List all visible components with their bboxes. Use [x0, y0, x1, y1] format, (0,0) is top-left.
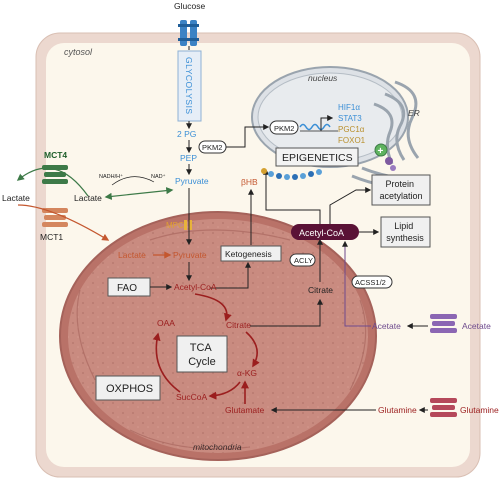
- er-enzyme-plus-icon: +: [378, 146, 384, 157]
- mct4-efflux-arrow: [16, 167, 89, 197]
- lipid-synthesis-label: Lipid synthesis: [386, 221, 424, 243]
- gene-hif1a: HIF1α: [338, 103, 360, 112]
- akg-label: α-KG: [237, 368, 257, 378]
- ketogenesis-box: [220, 245, 282, 262]
- epigenetics-label: EPIGENETICS: [282, 152, 353, 164]
- mpc-channel-right: [189, 220, 192, 230]
- cytosol-label: cytosol: [64, 47, 93, 57]
- lactate-outside-label: Lactate: [2, 193, 30, 203]
- oxphos-box: [95, 375, 161, 401]
- gene-pgc1a: PGC1α: [338, 125, 365, 134]
- fao-label: FAO: [117, 283, 137, 294]
- mpc-label: MPC: [166, 221, 184, 230]
- mct1-transporter: [42, 208, 68, 227]
- protein-acetylation-label: Protein acetylation: [379, 179, 422, 201]
- oaa-label: OAA: [157, 318, 175, 328]
- oxphos-label: OXPHOS: [106, 383, 153, 395]
- protein-acetylation-box: [371, 174, 431, 206]
- mitochondria-label: mitochondria: [193, 442, 242, 452]
- mct1-label: MCT1: [40, 232, 63, 242]
- nadh-label: NADH/H⁺: [99, 173, 123, 180]
- acss-label: ACSS1/2: [355, 278, 386, 287]
- er-purple-enzyme: [385, 157, 393, 165]
- lipid-line-1: Lipid: [394, 221, 413, 231]
- pg2-label: 2 PG: [177, 129, 196, 139]
- succoa-label: SucCoA: [176, 392, 208, 402]
- glutamine-transporter: [430, 398, 457, 417]
- mpc-channel-left: [184, 220, 187, 230]
- nad-redox-arc: [111, 176, 155, 186]
- er-label: ER: [408, 108, 420, 118]
- glucose-label: Glucose: [174, 1, 205, 11]
- ketogenesis-label: Ketogenesis: [225, 249, 272, 259]
- dna-strand: [299, 123, 331, 131]
- gene-foxo1: FOXO1: [338, 136, 366, 145]
- mct1-influx-arrow: [17, 204, 110, 241]
- mito-pyruvate-label: Pyruvate: [173, 250, 207, 260]
- akg-to-succoa-arrow: [208, 381, 241, 400]
- acetate-in-label: Acetate: [372, 321, 401, 331]
- acetate-transporter: [430, 314, 457, 333]
- chromatin-beads: [261, 168, 322, 180]
- glutamine-out-label: Glutamine: [460, 405, 499, 415]
- glutamate-label: Glutamate: [225, 405, 264, 415]
- pkm2-nucleus-badge: [269, 120, 299, 135]
- acetylcoa-to-ketogenesis-arrow: [210, 261, 251, 289]
- acetylcoa-to-epigenetics-arrow: [263, 168, 321, 224]
- er-purple-enzyme-2: [390, 165, 396, 171]
- tca-cycle-box: [176, 335, 228, 373]
- nad-label: NAD⁺: [151, 173, 166, 180]
- acetylcoa-to-citrate-arrow: [194, 293, 232, 322]
- pep-label: PEP: [180, 153, 197, 163]
- mito-acetylcoa-label: Acetyl-CoA: [174, 282, 217, 292]
- pkm2-to-nucleus-arrow: [226, 124, 270, 148]
- mito-citrate-label: Citrate: [226, 320, 251, 330]
- citrate-to-akg-arrow: [245, 331, 260, 368]
- cyto-citrate-label: Citrate: [308, 285, 333, 295]
- acetate-out-label: Acetate: [462, 321, 491, 331]
- er-green-enzyme: [374, 143, 388, 157]
- protein-line-2: acetylation: [379, 191, 422, 201]
- tca-cycle-label: TCA Cycle: [188, 342, 216, 368]
- acetate-to-acetylcoa-arrow: [342, 240, 371, 327]
- tca-line-1: TCA: [190, 342, 213, 354]
- acetylcoa-to-protein-acetylation-arrow: [329, 187, 372, 224]
- acly-label: ACLY: [294, 256, 313, 265]
- pyruvate-cyto-label: Pyruvate: [175, 176, 209, 186]
- transcription-arrow: [320, 115, 334, 131]
- cyto-acetylcoa-label: Acetyl-CoA: [299, 228, 344, 238]
- pkm2-nucleus-label: PKM2: [274, 124, 294, 133]
- acly-badge: [289, 253, 316, 267]
- bhb-label: βHB: [241, 177, 258, 187]
- mct4-label: MCT4: [44, 150, 67, 160]
- lactate-pyruvate-arrow: [104, 187, 174, 200]
- protein-line-1: Protein: [385, 179, 414, 189]
- acss-badge: [351, 275, 393, 289]
- tca-line-2: Cycle: [188, 356, 216, 368]
- lipid-line-2: synthesis: [386, 233, 424, 243]
- nucleus-label: nucleus: [308, 73, 338, 83]
- mito-lactate-label: Lactate: [118, 250, 146, 260]
- glucose-transporter: [178, 20, 199, 46]
- gene-stat3: STAT3: [338, 114, 362, 123]
- lactate-inside-label: Lactate: [74, 193, 102, 203]
- succoa-to-oaa-arrow: [152, 332, 181, 393]
- pkm2-cyto-label: PKM2: [202, 143, 222, 152]
- glutamine-in-label: Glutamine: [378, 405, 417, 415]
- glycolysis-label: GLYCOLYSIS: [184, 57, 194, 115]
- lipid-synthesis-box: [380, 216, 431, 248]
- epigenetics-box: [275, 147, 359, 167]
- acetylcoa-box: [291, 224, 359, 240]
- citrate-export-arrow: [250, 298, 323, 327]
